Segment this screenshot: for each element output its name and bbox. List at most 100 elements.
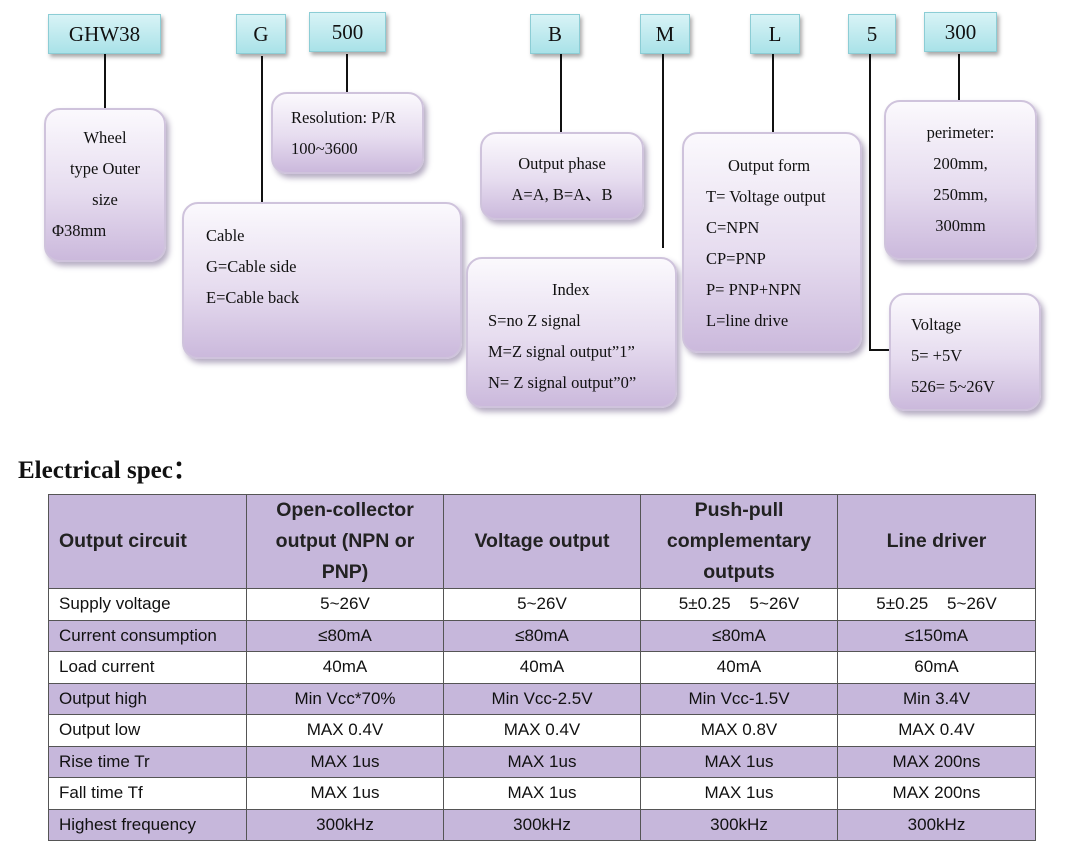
box-output-form: Output form T= Voltage output C=NPN CP=P…: [682, 132, 862, 353]
wheel-line-2: type Outer: [69, 159, 141, 178]
table-cell: MAX 1us: [640, 777, 838, 810]
table-row: Rise time Tr MAX 1us MAX 1us MAX 1us MAX…: [48, 745, 1036, 778]
connector-line-voltage-vertical: [869, 54, 871, 351]
table-header-cell: Push-pull complementary outputs: [640, 494, 838, 589]
table-cell: Rise time Tr: [48, 745, 247, 778]
table-header-cell: Output circuit: [48, 494, 247, 589]
cable-line-2: G=Cable side: [206, 257, 297, 276]
cable-line-1: Cable: [206, 226, 245, 245]
table-row: Output high Min Vcc*70% Min Vcc-2.5V Min…: [48, 682, 1036, 715]
index-line-1: Index: [552, 280, 590, 299]
connector-line-form: [772, 54, 774, 132]
voltage-line-1: Voltage: [911, 315, 962, 334]
form-line-6: L=line drive: [706, 311, 789, 330]
voltage-line-2: 5= +5V: [911, 346, 963, 365]
form-line-3: C=NPN: [706, 218, 760, 237]
table-cell: MAX 1us: [443, 777, 641, 810]
table-row: Highest frequency 300kHz 300kHz 300kHz 3…: [48, 808, 1036, 841]
table-cell: ≤80mA: [640, 619, 838, 652]
table-cell: 40mA: [640, 651, 838, 684]
table-header-row: Output circuit Open-collector output (NP…: [48, 494, 1036, 589]
table-cell: MAX 200ns: [837, 777, 1036, 810]
table-row: Output low MAX 0.4V MAX 0.4V MAX 0.8V MA…: [48, 714, 1036, 747]
table-row: Load current 40mA 40mA 40mA 60mA: [48, 651, 1036, 684]
table-cell: 5~26V: [443, 588, 641, 621]
code-form: L: [750, 14, 800, 54]
table-cell: 300kHz: [837, 808, 1036, 841]
code-index: M: [640, 14, 690, 54]
resolution-line-2: 100~3600: [291, 139, 358, 158]
electrical-spec-heading: Electrical spec：: [18, 457, 198, 484]
cable-line-3: E=Cable back: [206, 288, 300, 307]
code-model: GHW38: [48, 14, 161, 54]
table-cell: Fall time Tf: [48, 777, 247, 810]
connector-line-perimeter: [958, 54, 960, 100]
table-cell: Output low: [48, 714, 247, 747]
table-cell: MAX 0.4V: [443, 714, 641, 747]
form-line-2: T= Voltage output: [706, 187, 826, 206]
code-perimeter: 300: [924, 12, 997, 52]
connector-line-voltage-horizontal: [869, 349, 891, 351]
table-cell: 5±0.25 5~26V: [837, 588, 1036, 621]
connector-line-model: [104, 54, 106, 110]
table-cell: 300kHz: [246, 808, 444, 841]
table-cell: 40mA: [246, 651, 444, 684]
table-cell: MAX 0.8V: [640, 714, 838, 747]
resolution-line-1: Resolution: P/R: [291, 108, 396, 127]
table-cell: 5±0.25 5~26V: [640, 588, 838, 621]
box-voltage: Voltage 5= +5V 526= 5~26V: [889, 293, 1041, 411]
table-cell: Load current: [48, 651, 247, 684]
table-header-cell: Line driver: [837, 494, 1036, 589]
table-cell: Highest frequency: [48, 808, 247, 841]
table-header-cell: Open-collector output (NPN or PNP): [246, 494, 444, 589]
table-cell: 40mA: [443, 651, 641, 684]
index-line-4: N= Z signal output”0”: [488, 373, 637, 392]
wheel-line-1: Wheel: [83, 128, 127, 147]
box-wheel-size: Wheel type Outer size Φ38mm: [44, 108, 166, 262]
connector-line-phase: [560, 54, 562, 132]
form-line-1: Output form: [728, 156, 811, 175]
table-cell: Min 3.4V: [837, 682, 1036, 715]
code-resolution: 500: [309, 12, 386, 52]
form-line-4: CP=PNP: [706, 249, 766, 268]
table-cell: 60mA: [837, 651, 1036, 684]
table-row: Fall time Tf MAX 1us MAX 1us MAX 1us MAX…: [48, 777, 1036, 810]
table-cell: MAX 200ns: [837, 745, 1036, 778]
index-line-2: S=no Z signal: [488, 311, 581, 330]
table-cell: Min Vcc-2.5V: [443, 682, 641, 715]
table-cell: ≤150mA: [837, 619, 1036, 652]
connector-line-resolution: [346, 54, 348, 92]
table-cell: MAX 1us: [246, 745, 444, 778]
table-cell: 5~26V: [246, 588, 444, 621]
form-line-5: P= PNP+NPN: [706, 280, 802, 299]
perimeter-line-4: 300mm: [935, 216, 986, 235]
perimeter-line-2: 200mm,: [933, 154, 988, 173]
perimeter-line-1: perimeter:: [926, 123, 995, 142]
box-cable: Cable G=Cable side E=Cable back: [182, 202, 462, 359]
table-cell: ≤80mA: [246, 619, 444, 652]
table-cell: MAX 1us: [246, 777, 444, 810]
perimeter-line-3: 250mm,: [933, 185, 988, 204]
box-index: Index S=no Z signal M=Z signal output”1”…: [466, 257, 677, 408]
box-perimeter: perimeter: 200mm, 250mm, 300mm: [884, 100, 1037, 260]
table-header-cell: Voltage output: [443, 494, 641, 589]
electrical-spec-table: Output circuit Open-collector output (NP…: [48, 494, 1036, 841]
phase-line-2: A=A, B=A、B: [511, 185, 613, 204]
table-cell: MAX 1us: [640, 745, 838, 778]
code-phase: B: [530, 14, 580, 54]
table-cell: 300kHz: [640, 808, 838, 841]
table-cell: 300kHz: [443, 808, 641, 841]
connector-line-cable: [261, 56, 263, 202]
box-output-phase: Output phase A=A, B=A、B: [480, 132, 644, 220]
voltage-line-3: 526= 5~26V: [911, 377, 995, 396]
code-cable: G: [236, 14, 286, 54]
table-cell: Output high: [48, 682, 247, 715]
wheel-line-4: Φ38mm: [52, 221, 107, 240]
table-cell: MAX 1us: [443, 745, 641, 778]
table-cell: MAX 0.4V: [837, 714, 1036, 747]
wheel-line-3: size: [92, 190, 118, 209]
phase-line-1: Output phase: [518, 154, 606, 173]
table-cell: Supply voltage: [48, 588, 247, 621]
table-row: Current consumption ≤80mA ≤80mA ≤80mA ≤1…: [48, 619, 1036, 652]
table-cell: MAX 0.4V: [246, 714, 444, 747]
